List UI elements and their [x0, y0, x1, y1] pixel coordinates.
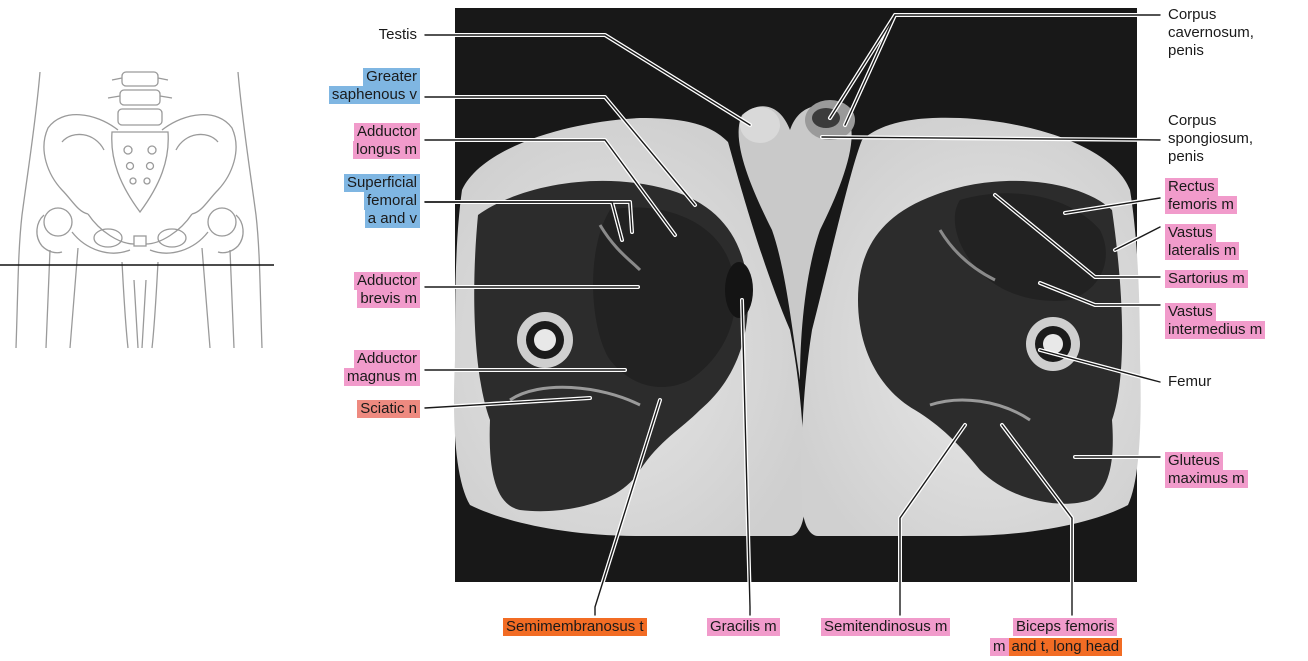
label-semitendinosus-m: Semitendinosus m	[821, 618, 950, 636]
testis-shape	[740, 107, 780, 143]
label-corpus-cavernosum: Corpus cavernosum, penis	[1165, 6, 1257, 60]
label-adductor-magnus-m: Adductor magnus m	[344, 350, 420, 386]
label-greater-saphenous-v: Greater saphenous v	[329, 68, 420, 104]
left-gracilis-shape	[725, 262, 753, 318]
label-adductor-brevis-m: Adductor brevis m	[354, 272, 420, 308]
label-corpus-spongiosum: Corpus spongiosum, penis	[1165, 112, 1256, 166]
label-rectus-femoris-m: Rectus femoris m	[1165, 178, 1237, 214]
label-gracilis-m: Gracilis m	[707, 618, 780, 636]
label-gluteus-maximus-m: Gluteus maximus m	[1165, 452, 1248, 488]
left-femur-marrow	[534, 329, 556, 351]
label-testis: Testis	[376, 26, 420, 44]
label-biceps-femoris: Biceps femoris	[1013, 618, 1117, 636]
label-sciatic-n: Sciatic n	[357, 400, 420, 418]
label-superficial-femoral-a-v: Superficial femoral a and v	[344, 174, 420, 228]
label-adductor-longus-m: Adductor longus m	[353, 123, 420, 159]
label-sartorius-m: Sartorius m	[1165, 270, 1248, 288]
label-vastus-lateralis-m: Vastus lateralis m	[1165, 224, 1239, 260]
label-femur: Femur	[1165, 373, 1214, 391]
label-semimembranosus-t: Semimembranosus t	[503, 618, 647, 636]
label-vastus-intermedius-m: Vastus intermedius m	[1165, 303, 1265, 339]
